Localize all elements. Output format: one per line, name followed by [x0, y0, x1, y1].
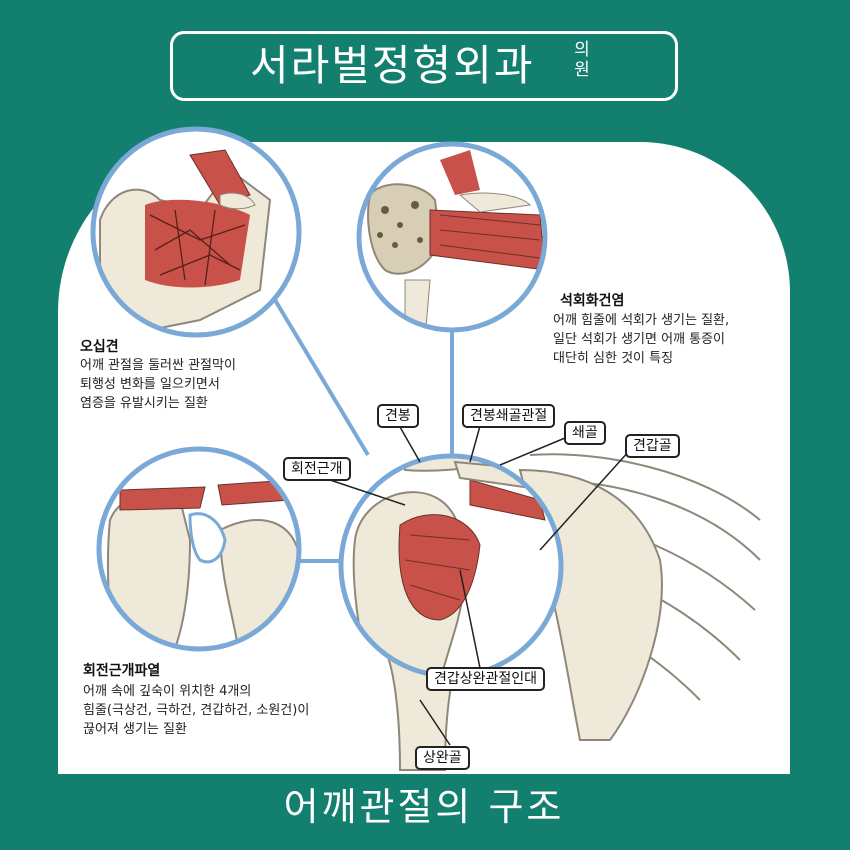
calcific-tendinitis-desc-line: 대단히 심한 것이 특징 — [553, 351, 674, 366]
rotator-cuff-tear-circle — [96, 446, 302, 652]
rotator-cuff-tear-title: 회전근개파열 — [83, 663, 161, 679]
calcific-tendinitis-desc-line: 어깨 힘줄에 석회가 생기는 질환, — [553, 313, 730, 328]
rotator-cuff-tear-desc-line: 어깨 속에 깊숙이 위치한 4개의 — [83, 684, 252, 699]
label-rotator-cuff: 회전근개 — [283, 457, 351, 481]
rotator-cuff-tear-desc-line: 힘줄(극상건, 극하건, 견갑하건, 소원건)이 — [83, 703, 310, 718]
label-coracohumeral-ligament: 견갑상완관절인대 — [426, 667, 546, 691]
clinic-name: 서라벌정형외과 — [250, 41, 535, 90]
frozen-shoulder-illustration — [93, 129, 299, 335]
rotator-cuff-tear-desc-line: 끊어져 생기는 질환 — [83, 722, 187, 737]
frozen-shoulder-desc: 어깨 관절을 둘러싼 관절막이 퇴행성 변화를 일으키면서 염증을 유발시키는 … — [80, 356, 236, 413]
rotator-cuff-tear-desc: 어깨 속에 깊숙이 위치한 4개의 힘줄(극상건, 극하건, 견갑하건, 소원건… — [83, 682, 309, 739]
calcific-tendinitis-desc-line: 일단 석회가 생기면 어깨 통증이 — [553, 332, 726, 347]
connector-lines — [273, 298, 454, 563]
label-scapula: 견갑골 — [625, 434, 680, 458]
label-ac-joint: 견봉쇄골관절 — [462, 404, 556, 428]
label-clavicle: 쇄골 — [564, 421, 606, 445]
clinic-suffix-2: 원 — [574, 60, 590, 80]
clinic-name-frame — [170, 31, 678, 101]
frozen-shoulder-desc-line: 어깨 관절을 둘러싼 관절막이 — [80, 358, 236, 373]
footer-bar — [58, 772, 790, 850]
label-humerus: 상완골 — [415, 746, 470, 770]
calcific-tendinitis-title: 석회화건염 — [560, 293, 625, 309]
calcific-tendinitis-circle — [356, 141, 548, 333]
frozen-shoulder-title: 오십견 — [80, 339, 119, 355]
frozen-shoulder-circle — [90, 126, 302, 338]
calcific-tendinitis-desc: 어깨 힘줄에 석회가 생기는 질환, 일단 석회가 생기면 어깨 통증이 대단히… — [553, 311, 729, 368]
calcific-tendinitis-illustration — [359, 144, 545, 330]
shoulder-joint-illustration — [341, 456, 561, 676]
clinic-name-suffix: 의 원 — [565, 40, 599, 80]
footer-title: 어깨관절의 구조 — [283, 785, 565, 829]
frozen-shoulder-desc-line: 염증을 유발시키는 질환 — [80, 396, 208, 411]
clinic-suffix-1: 의 — [574, 40, 590, 60]
label-leaders — [329, 425, 631, 746]
label-acromion: 견봉 — [377, 404, 419, 428]
frozen-shoulder-desc-line: 퇴행성 변화를 일으키면서 — [80, 377, 220, 392]
